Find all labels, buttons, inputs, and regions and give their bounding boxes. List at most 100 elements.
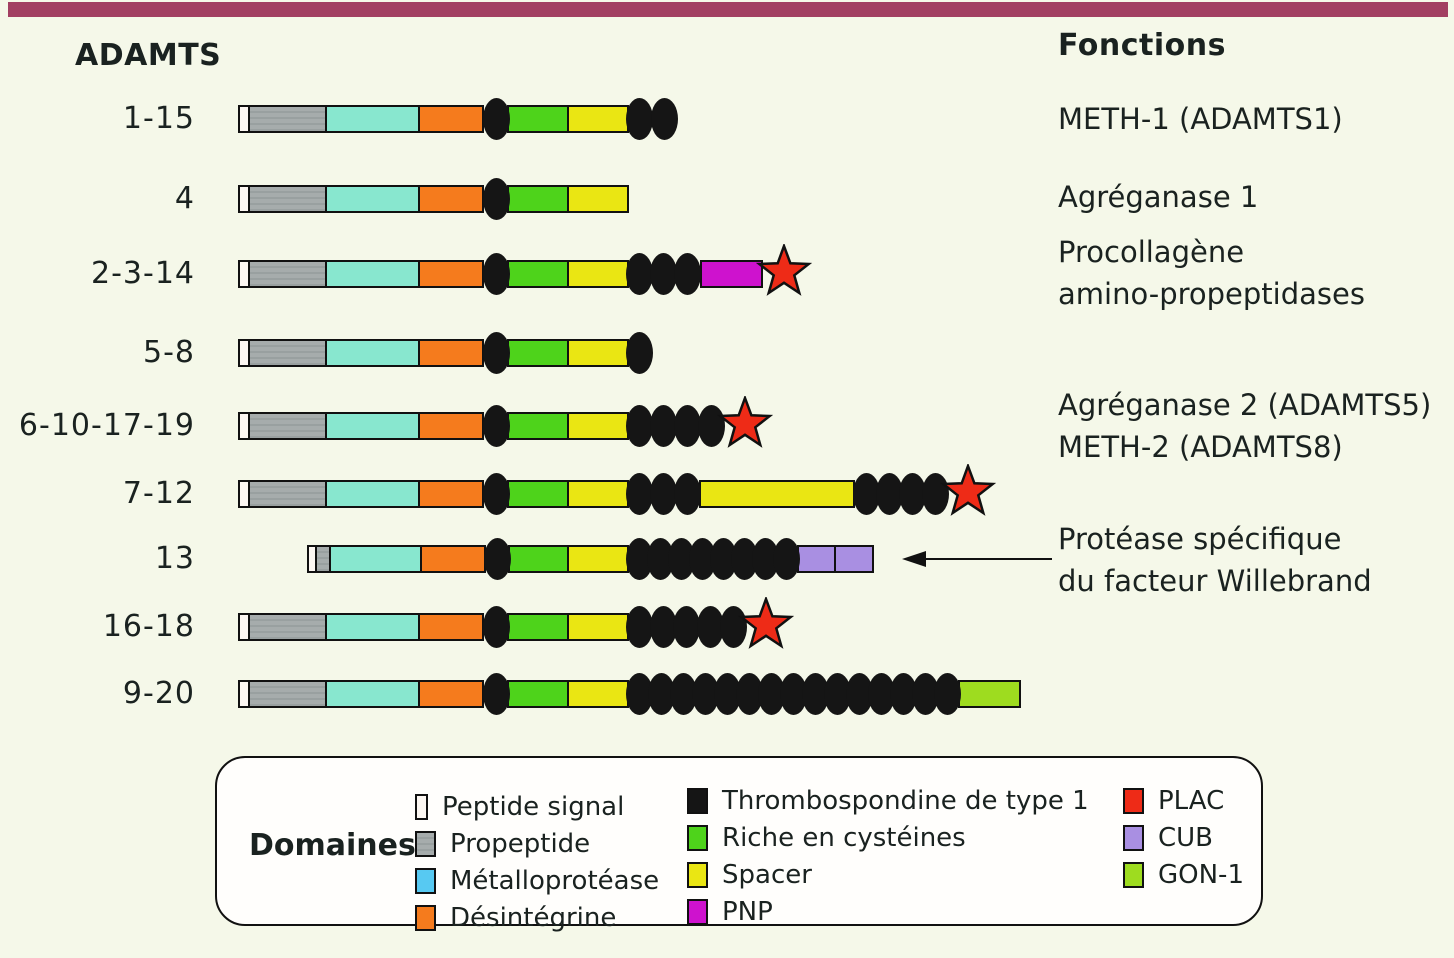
plac-star-icon bbox=[717, 396, 773, 448]
domain-propeptide bbox=[248, 480, 328, 508]
domain-cysteine bbox=[508, 545, 570, 573]
domain-cysteine bbox=[507, 260, 570, 288]
ts1-repeat-oval bbox=[720, 606, 747, 648]
domain-propeptide bbox=[248, 613, 328, 641]
domain-disintegrin bbox=[418, 185, 484, 213]
legend-item: Métalloprotéase bbox=[415, 862, 659, 899]
legend-item: Propeptide bbox=[415, 825, 659, 862]
legend-item: Thrombospondine de type 1 bbox=[687, 782, 1089, 819]
legend-swatch-gon1 bbox=[1123, 861, 1144, 888]
function-label-line: Agréganase 1 bbox=[1058, 180, 1259, 214]
domain-cysteine bbox=[507, 339, 570, 367]
domain-cysteine bbox=[507, 185, 570, 213]
willebrand-arrow-line bbox=[922, 558, 1052, 560]
domain-cysteine bbox=[507, 680, 570, 708]
row-label: 2-3-14 bbox=[91, 256, 195, 291]
row-label: 9-20 bbox=[122, 676, 195, 711]
domain-spacer bbox=[567, 613, 629, 641]
ts1-repeat-oval bbox=[483, 606, 510, 648]
domain-metallo bbox=[325, 105, 421, 133]
legend-item: GON-1 bbox=[1123, 856, 1244, 893]
ts1-repeat-oval bbox=[626, 405, 653, 447]
ts1-repeat-oval bbox=[649, 606, 677, 648]
ts1-repeat-oval bbox=[674, 473, 701, 515]
legend-label: Désintégrine bbox=[450, 902, 617, 933]
ts1-repeat-oval bbox=[698, 405, 725, 447]
legend-title: Domaines bbox=[249, 828, 416, 863]
legend-swatch-metallo_legend bbox=[415, 867, 436, 894]
ts1-repeat-oval bbox=[626, 98, 653, 140]
plac-star-icon bbox=[756, 244, 812, 296]
function-label: Agréganase 2 (ADAMTS5) METH-2 (ADAMTS8) bbox=[1058, 384, 1431, 468]
function-label-line: METH-2 (ADAMTS8) bbox=[1058, 430, 1343, 464]
page-title: ADAMTS bbox=[75, 38, 222, 73]
domain-propeptide bbox=[248, 185, 328, 213]
ts1-repeat-oval bbox=[899, 473, 926, 515]
ts1-repeat-oval bbox=[483, 98, 510, 140]
legend-swatch-propeptide bbox=[415, 830, 436, 857]
domain-metallo bbox=[325, 185, 421, 213]
domain-spacer bbox=[699, 480, 855, 508]
domain-cysteine bbox=[507, 412, 570, 440]
domain-spacer bbox=[567, 680, 629, 708]
domain-propeptide bbox=[248, 339, 328, 367]
top-accent-bar bbox=[8, 2, 1448, 17]
domain-cysteine bbox=[507, 480, 570, 508]
domain-disintegrin bbox=[418, 480, 484, 508]
domain-gon1 bbox=[958, 680, 1021, 708]
ts1-repeat-oval bbox=[626, 606, 653, 648]
ts1-repeat-oval bbox=[650, 253, 677, 295]
ts1-repeat-oval bbox=[483, 332, 510, 374]
domain-disintegrin bbox=[418, 412, 484, 440]
ts1-repeat-oval bbox=[922, 473, 949, 515]
legend-item: CUB bbox=[1123, 819, 1244, 856]
ts1-repeat-oval bbox=[483, 253, 510, 295]
domain-spacer bbox=[567, 480, 629, 508]
legend-label: PLAC bbox=[1158, 785, 1225, 816]
function-label-line: Agréganase 2 (ADAMTS5) bbox=[1058, 388, 1432, 422]
domain-propeptide bbox=[248, 680, 328, 708]
legend-item: PLAC bbox=[1123, 782, 1244, 819]
legend-swatch-signal bbox=[415, 793, 428, 820]
legend-swatch-ts1 bbox=[687, 787, 708, 814]
ts1-repeat-oval bbox=[483, 178, 510, 220]
domain-metallo bbox=[325, 260, 421, 288]
domain-disintegrin bbox=[418, 339, 484, 367]
ts1-repeat-oval bbox=[626, 473, 653, 515]
legend-label: Spacer bbox=[722, 859, 812, 890]
legend-label: Riche en cystéines bbox=[722, 822, 966, 853]
legend-item: Peptide signal bbox=[415, 788, 659, 825]
ts1-repeat-oval bbox=[650, 405, 677, 447]
ts1-repeat-oval bbox=[696, 606, 724, 648]
domain-propeptide bbox=[248, 412, 328, 440]
ts1-repeat-oval bbox=[853, 473, 880, 515]
ts1-repeat-oval bbox=[484, 538, 511, 580]
legend-label: Métalloprotéase bbox=[450, 865, 660, 896]
legend-item: Désintégrine bbox=[415, 899, 659, 936]
domain-metallo bbox=[325, 480, 421, 508]
ts1-repeat-oval bbox=[650, 473, 677, 515]
legend-item: PNP bbox=[687, 893, 1089, 930]
function-label-line: Protéase spécifique bbox=[1058, 522, 1342, 556]
domain-disintegrin bbox=[420, 545, 486, 573]
domain-spacer bbox=[567, 339, 629, 367]
legend-swatch-spacer bbox=[687, 861, 708, 888]
domain-disintegrin bbox=[418, 613, 484, 641]
legend-label: Peptide signal bbox=[442, 791, 625, 822]
ts1-repeat-oval bbox=[483, 405, 510, 447]
ts1-repeat-oval bbox=[483, 473, 510, 515]
domain-propeptide bbox=[248, 260, 328, 288]
row-label: 1-15 bbox=[122, 101, 195, 136]
function-label: METH-1 (ADAMTS1) bbox=[1058, 98, 1343, 140]
domain-pnp bbox=[700, 260, 763, 288]
domain-disintegrin bbox=[418, 680, 484, 708]
domain-metallo bbox=[329, 545, 423, 573]
legend-swatch-pnp bbox=[687, 898, 708, 925]
legend-label: Thrombospondine de type 1 bbox=[722, 785, 1089, 816]
ts1-repeat-oval bbox=[483, 673, 510, 715]
domain-spacer bbox=[567, 260, 629, 288]
domain-spacer bbox=[567, 412, 629, 440]
